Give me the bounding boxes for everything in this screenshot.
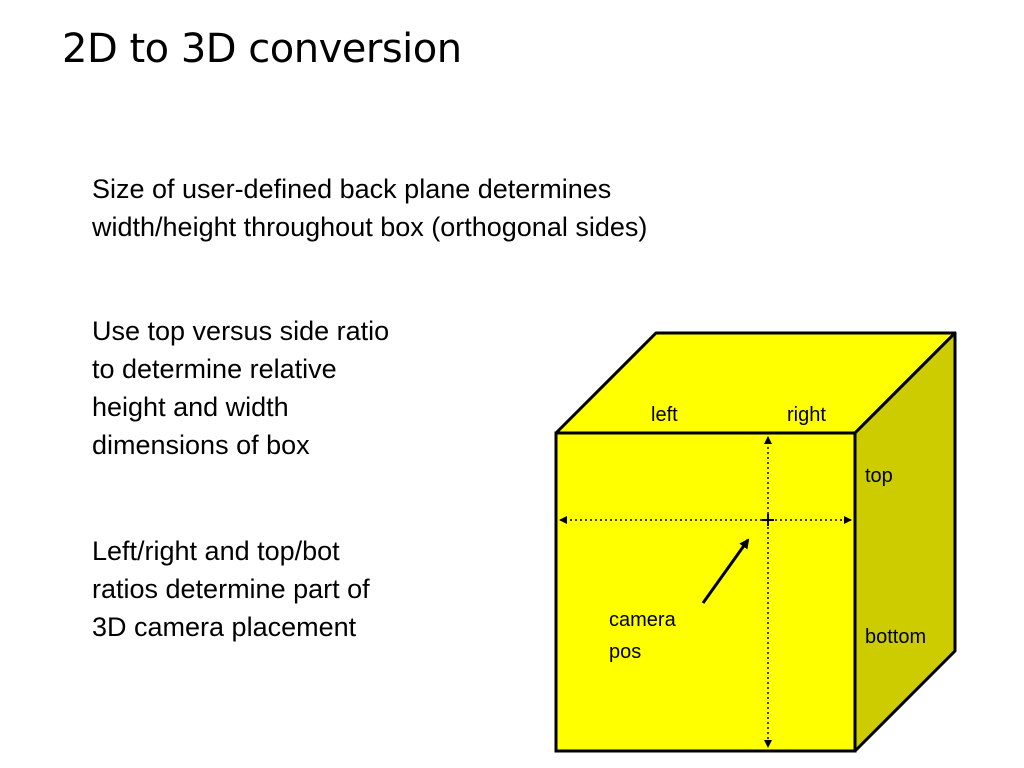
paragraph-line: dimensions of box <box>92 430 310 460</box>
camera-position-cross <box>762 514 774 526</box>
paragraph-back-plane: Size of user-defined back plane determin… <box>92 170 812 246</box>
label-camera: camera <box>609 609 677 631</box>
paragraph-line: height and width <box>92 392 289 422</box>
paragraph-line: width/height throughout box (orthogonal … <box>92 212 648 242</box>
paragraph-line: to determine relative <box>92 354 337 384</box>
paragraph-line: Left/right and top/bot <box>92 536 340 566</box>
paragraph-line: ratios determine part of <box>92 574 370 604</box>
label-bottom: bottom <box>865 626 926 648</box>
label-top: top <box>865 465 893 487</box>
paragraph-ratio: Use top versus side ratio to determine r… <box>92 312 512 464</box>
paragraph-line: Use top versus side ratio <box>92 316 390 346</box>
label-left: left <box>651 404 678 426</box>
slide-title: 2D to 3D conversion <box>62 26 462 72</box>
camera-arrow <box>701 538 750 604</box>
paragraph-camera: Left/right and top/bot ratios determine … <box>92 532 492 646</box>
box-front-face <box>554 431 857 753</box>
paragraph-line: 3D camera placement <box>92 612 357 642</box>
label-camera-pos: pos <box>609 641 641 663</box>
label-right: right <box>787 404 826 426</box>
paragraph-line: Size of user-defined back plane determin… <box>92 174 612 204</box>
